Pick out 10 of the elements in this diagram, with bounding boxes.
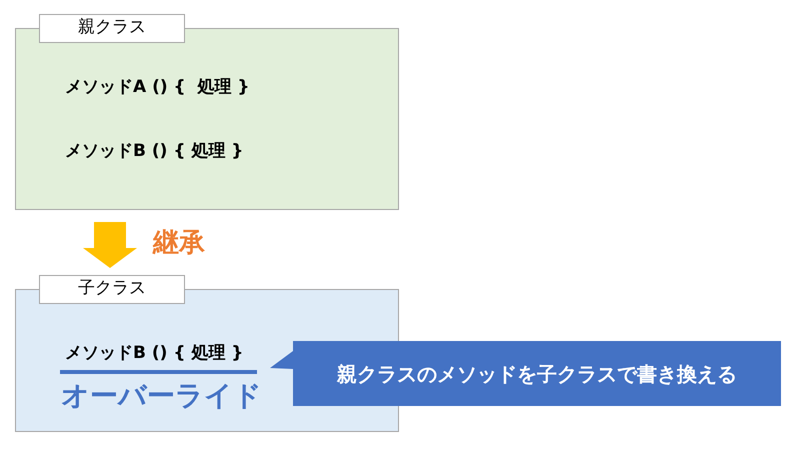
callout-tooltip — [270, 341, 781, 406]
method-text: メソッドA () { 処理 } — [65, 76, 250, 98]
method-text: メソッドB () { 処理 } — [65, 140, 244, 162]
edge-label: 継承 — [153, 228, 205, 258]
tab-label: 親クラス — [39, 14, 185, 43]
highlight-text: オーバーライド — [61, 379, 262, 413]
tab-label: 子クラス — [39, 275, 185, 304]
block-arrow — [83, 222, 137, 268]
callout-text: 親クラスのメソッドを子クラスで書き換える — [337, 360, 737, 386]
method-text: メソッドB () { 処理 } — [65, 342, 244, 364]
